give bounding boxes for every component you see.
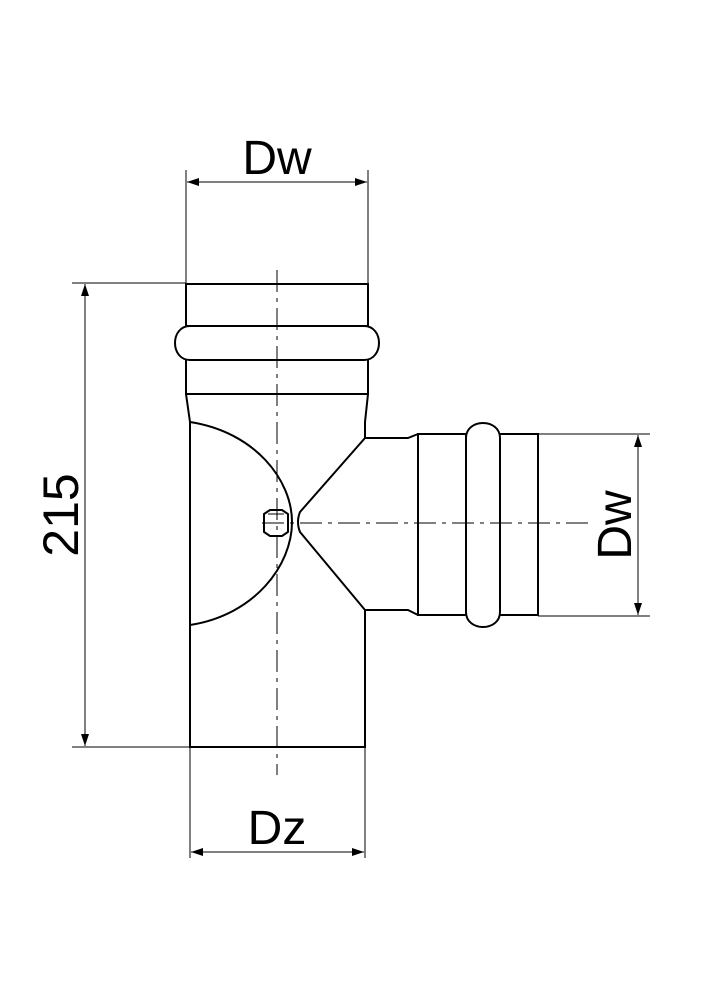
bottom-dimension-label: Dz (248, 802, 307, 855)
centerlines (262, 270, 590, 775)
top-dimension-label: Dw (242, 132, 312, 185)
height-dimension: 215 (33, 282, 190, 748)
right-dimension-label: Dw (589, 490, 642, 560)
top-dimension: Dw (185, 132, 369, 285)
test-nipple (263, 509, 289, 537)
bottom-dimension: Dz (189, 747, 366, 858)
side-socket (417, 422, 539, 628)
main-body (189, 421, 419, 748)
right-dimension: Dw (538, 433, 650, 617)
height-dimension-label: 215 (33, 473, 89, 556)
